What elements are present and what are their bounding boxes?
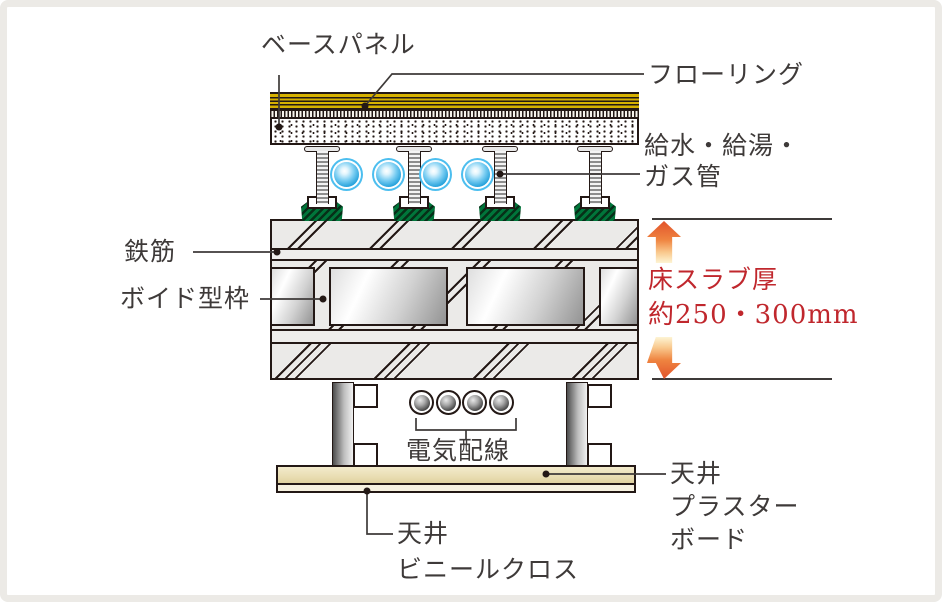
flooring-underlay-layer <box>270 110 639 117</box>
void-layer <box>272 261 637 331</box>
support-post-rod <box>588 151 602 204</box>
label-base-panel: ベースパネル <box>261 30 416 59</box>
hanger-clip <box>587 443 612 467</box>
electric-wire <box>488 390 514 415</box>
label-slab-thickness-value: 約250・300mm <box>648 300 859 330</box>
thickness-bottom-line <box>652 378 832 380</box>
label-pipes-line1: 給水・給湯・ <box>644 131 801 160</box>
hanger-clip <box>353 443 378 467</box>
label-wiring: 電気配線 <box>406 436 511 465</box>
ceiling-hanger-post <box>332 382 354 467</box>
support-post-rod <box>315 151 329 204</box>
label-ceiling-plaster-line1: 天井 <box>670 459 723 488</box>
concrete-slab <box>270 219 639 380</box>
slab-bottom-concrete-band <box>272 344 637 380</box>
base-panel-layer <box>270 117 639 145</box>
label-ceiling-vinyl-line1: 天井 <box>397 519 450 548</box>
electric-wire <box>435 390 461 415</box>
flooring-layer <box>270 92 639 110</box>
wire-core <box>440 394 456 411</box>
electric-wire <box>462 390 487 415</box>
wire-core <box>493 394 509 411</box>
support-post-rod <box>407 151 421 204</box>
label-ceiling-plaster-line2: プラスター <box>670 492 800 521</box>
void-form-box <box>329 267 448 326</box>
water-gas-pipe <box>423 162 448 187</box>
wire-core <box>466 394 483 411</box>
label-ceiling-vinyl-line2: ビニールクロス <box>397 555 580 585</box>
wire-core <box>413 394 430 411</box>
electric-wire-group <box>409 390 514 415</box>
hanger-clip <box>587 384 612 408</box>
label-pipes-line2: ガス管 <box>644 162 723 192</box>
void-form-box <box>466 267 585 326</box>
ceiling-plaster-board <box>276 465 636 485</box>
thickness-arrow-down-icon <box>647 337 681 379</box>
label-void-form: ボイド型枠 <box>120 284 251 313</box>
label-rebar: 鉄筋 <box>124 237 177 266</box>
thickness-arrow-up-icon <box>647 221 681 263</box>
hanger-clip <box>353 384 378 408</box>
slab-top-concrete-band <box>272 219 637 250</box>
ceiling-vinyl-leader <box>366 491 393 535</box>
water-gas-pipe <box>334 162 359 187</box>
water-gas-pipe <box>376 162 401 187</box>
label-ceiling-vinyl: 天井 ビニールクロス <box>397 516 579 589</box>
rebar-band-lower <box>272 331 637 344</box>
thickness-top-line <box>652 218 832 220</box>
void-form-box <box>599 267 637 326</box>
electric-wire <box>409 390 434 415</box>
label-flooring: フローリング <box>648 60 805 89</box>
void-form-box <box>272 267 315 326</box>
rebar-band <box>272 250 637 261</box>
label-slab-thickness: 床スラブ厚 <box>648 265 779 294</box>
label-ceiling-plaster-line3: ボード <box>670 525 749 554</box>
ceiling-vinyl-cloth <box>276 483 636 493</box>
label-ceiling-plaster: 天井 プラスター ボード <box>670 457 800 556</box>
support-post-rod <box>493 151 507 204</box>
ceiling-hanger-post <box>566 382 588 467</box>
water-gas-pipe <box>465 162 490 187</box>
label-pipes: 給水・給湯・ ガス管 <box>644 130 800 193</box>
